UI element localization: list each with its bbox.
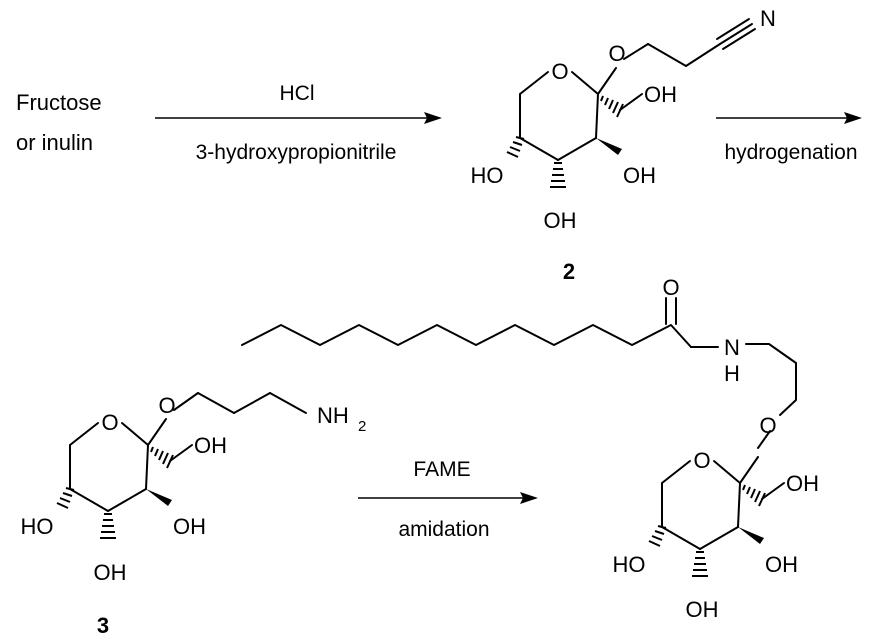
step1-reagent: HCl [280,82,315,105]
product-c3-oh: OH [765,552,798,577]
product-amide-n: N [724,335,740,360]
c3-c5-ho: HO [21,514,54,539]
product-c4-oh: OH [686,597,719,622]
c3-hydroxymethyl-oh: OH [194,433,227,458]
c2-c4-oh: OH [544,208,577,233]
reaction-arrow-3-head [520,492,538,504]
product-carbonyl-oxygen: O [662,275,679,300]
product-ring-oxygen: O [693,448,710,473]
step2-conditions: hydrogenation [724,141,857,164]
c2-ring-oxygen: O [551,59,568,84]
c2-c5-ho: HO [471,163,504,188]
c2-hydroxymethyl-oh: OH [644,82,677,107]
reaction-arrow-1-head [424,112,442,124]
c2-c3-oh: OH [623,163,656,188]
c3-c4-oh: OH [94,560,127,585]
compound-3-label: 3 [97,613,109,638]
starting-material-line2: or inulin [16,130,93,155]
c3-amine-n: NH [317,403,349,428]
c3-amine-subscript: 2 [358,418,366,435]
alkyl-chain [241,324,692,348]
product-sugar-structure [648,430,785,577]
c3-ether-oxygen: O [158,393,175,418]
compound-2-structure [506,18,756,188]
starting-material-line1: Fructose [16,90,102,115]
compound-2-label: 2 [563,259,575,284]
c3-c3-oh: OH [173,514,206,539]
step3-reagent: FAME [413,458,470,481]
step1-conditions: 3-hydroxypropionitrile [196,141,397,164]
product-ether-oxygen: O [759,413,776,438]
c3-ring-oxygen: O [101,410,118,435]
product-c5-ho: HO [613,552,646,577]
c2-nitrile-nitrogen: N [760,6,776,31]
compound-3-structure [56,392,307,539]
product-amide-h: H [724,361,740,386]
c2-ether-oxygen: O [608,41,625,66]
step3-conditions: amidation [398,518,489,541]
product-hydroxymethyl-oh: OH [786,471,819,496]
propyl-linker [745,343,797,416]
reaction-arrow-2-head [844,112,862,124]
